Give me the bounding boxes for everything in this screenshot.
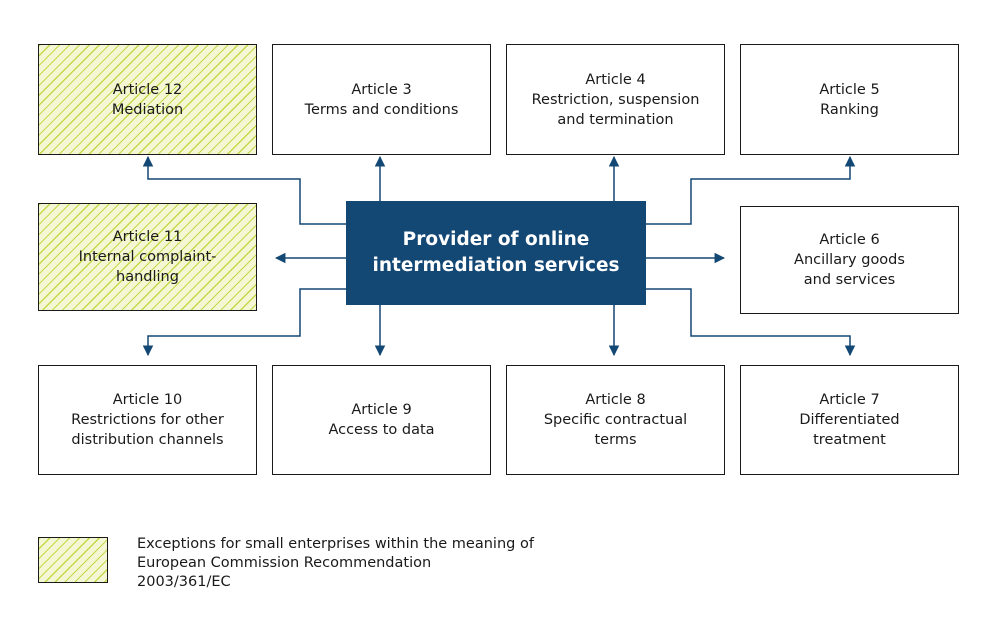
article-10-title: Article 10 <box>112 392 183 408</box>
article-12-title: Article 12 <box>112 81 183 98</box>
article-7-box: Article 7 Differentiated treatment <box>740 365 959 475</box>
article-7-line-2: treatment <box>813 432 886 448</box>
legend-line-1: Exceptions for small enterprises within … <box>137 536 534 552</box>
article-3-box: Article 3 Terms and conditions <box>272 44 491 155</box>
article-8-line-2: terms <box>594 432 637 448</box>
article-3-title: Article 3 <box>351 81 412 98</box>
article-6-title: Article 6 <box>819 232 880 248</box>
article-8-title: Article 8 <box>585 392 646 408</box>
legend-line-3: 2003/361/EC <box>137 574 231 590</box>
article-4-line-2: and termination <box>557 111 674 128</box>
article-8-box: Article 8 Specific contractual terms <box>506 365 725 475</box>
article-4-line-1: Restriction, suspension <box>531 91 700 108</box>
legend-line-2: European Commission Recommendation <box>137 555 432 571</box>
arrow-to-article-10 <box>142 288 346 357</box>
legend-hatched-swatch <box>38 537 108 583</box>
article-7-line-1: Differentiated <box>799 412 900 428</box>
article-5-title: Article 5 <box>819 81 880 98</box>
article-3-line-1: Terms and conditions <box>304 101 459 118</box>
article-5-box: Article 5 Ranking <box>740 44 959 155</box>
legend-text: Exceptions for small enterprises within … <box>137 535 557 592</box>
article-10-line-1: Restrictions for other <box>71 412 224 428</box>
article-11-box: Article 11 Internal complaint- handling <box>38 203 257 311</box>
provider-center-box: Provider of online intermediation servic… <box>346 201 646 305</box>
article-6-line-1: Ancillary goods <box>794 252 905 268</box>
article-4-box: Article 4 Restriction, suspension and te… <box>506 44 725 155</box>
article-11-line-1: Internal complaint- <box>78 249 217 265</box>
article-10-box: Article 10 Restrictions for other distri… <box>38 365 257 475</box>
article-11-line-2: handling <box>116 269 179 285</box>
article-10-line-2: distribution channels <box>71 432 224 448</box>
article-12-box: Article 12 Mediation <box>38 44 257 155</box>
arrow-to-article-5 <box>646 155 856 225</box>
arrow-to-article-7 <box>646 288 856 357</box>
article-9-box: Article 9 Access to data <box>272 365 491 475</box>
article-4-title: Article 4 <box>585 71 646 88</box>
article-6-line-2: and services <box>803 272 896 288</box>
article-9-line-1: Access to data <box>328 422 435 438</box>
article-7-title: Article 7 <box>819 392 880 408</box>
center-line-2: intermediation services <box>372 255 620 276</box>
article-6-box: Article 6 Ancillary goods and services <box>740 206 959 314</box>
article-8-line-1: Specific contractual <box>543 412 688 428</box>
article-11-title: Article 11 <box>112 229 183 245</box>
arrow-to-article-12 <box>142 155 346 225</box>
article-5-line-1: Ranking <box>820 101 879 118</box>
article-12-line-1: Mediation <box>111 101 184 118</box>
center-line-1: Provider of online <box>402 229 590 250</box>
article-9-title: Article 9 <box>351 402 412 418</box>
